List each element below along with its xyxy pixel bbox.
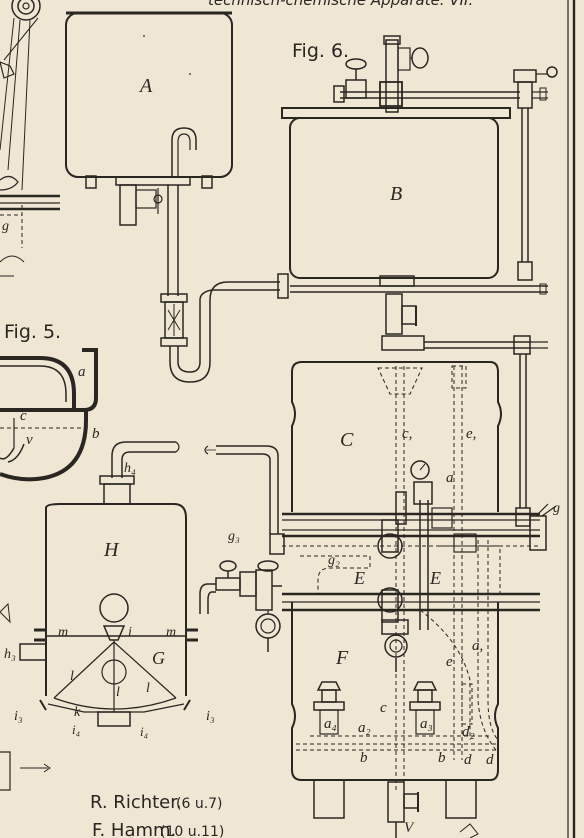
label-G: G	[152, 648, 165, 668]
plate-header: technisch-chemische Apparate. VII.	[208, 0, 473, 9]
label-b-right: b	[438, 750, 446, 766]
label-c1: c,	[402, 426, 412, 442]
tank-B	[281, 107, 511, 287]
heating-section-E	[204, 445, 540, 630]
label-F: F	[335, 647, 349, 669]
label-l-left: l	[70, 669, 74, 684]
left-edge-fragments	[0, 602, 51, 791]
label-b-left: b	[360, 750, 368, 766]
top-valve-assembly	[333, 35, 558, 113]
sight-glass-u-pipe	[160, 273, 289, 383]
label-d-left: d	[464, 752, 472, 768]
lower-valve	[381, 619, 409, 672]
label-h3: h₃	[4, 647, 16, 662]
label-g3: g₃	[228, 529, 240, 544]
plate-border	[567, 0, 576, 838]
fig5-drawing	[0, 348, 98, 482]
inner-dashed-pipes	[377, 365, 499, 790]
apparatus-H	[19, 441, 198, 727]
label-a-gauge: a	[446, 470, 454, 486]
label-i3-left: i₃	[14, 709, 23, 724]
label-g-top-left: g	[2, 219, 9, 234]
label-m-right: m	[166, 625, 176, 640]
label-d-right: d	[486, 752, 494, 768]
fig6-caption: Fig. 6.	[292, 40, 349, 62]
drain-tap-and-manometer	[199, 560, 282, 652]
fig5-label-c: c	[20, 408, 27, 424]
label-h4: h₄	[124, 461, 136, 476]
label-i4-left: i₄	[72, 722, 81, 737]
fig5-label-v: v	[26, 432, 33, 448]
credit-richter-name: R. Richter.	[90, 792, 182, 813]
label-a2: a₂	[358, 720, 371, 736]
fig5-label-b: b	[92, 426, 100, 442]
label-a4: a₄	[324, 716, 337, 732]
label-i4-right: i₄	[140, 724, 149, 739]
label-l-mid: l	[116, 685, 120, 700]
fig4-fragment	[0, 0, 60, 277]
label-H: H	[103, 539, 120, 561]
fig5-caption: Fig. 5.	[4, 321, 61, 343]
bottom-outlet	[387, 781, 479, 838]
label-B: B	[390, 183, 402, 205]
label-l-right: l	[146, 681, 150, 696]
label-m-left: m	[58, 625, 68, 640]
label-a1: a,	[472, 638, 483, 654]
label-E-left: E	[353, 568, 365, 588]
label-d2: d₂	[462, 724, 475, 740]
label-e-low: e	[446, 654, 453, 670]
label-g-right: g	[553, 501, 560, 516]
label-k: k	[74, 705, 81, 720]
label-C: C	[340, 429, 354, 451]
credit-hamm-figs: (10 u.11)	[160, 824, 224, 838]
label-g2: g₂	[328, 553, 340, 568]
label-A: A	[138, 75, 153, 97]
label-V: V	[404, 820, 415, 836]
label-e1: e,	[466, 426, 476, 442]
label-E-right: E	[429, 568, 441, 588]
burners	[310, 681, 490, 737]
tank-A	[65, 11, 233, 296]
label-c-low: c	[380, 700, 387, 716]
gauge-column-right	[470, 108, 548, 295]
credit-richter-figs: (6 u.7)	[176, 796, 223, 812]
fig5-label-a: a	[78, 364, 86, 380]
label-i3-right: i₃	[206, 709, 215, 724]
credit-hamm-name: F. Hamm.	[92, 820, 176, 838]
connector-B-C	[290, 285, 548, 527]
label-i: i	[128, 625, 132, 640]
label-a3: a₃	[420, 716, 433, 732]
